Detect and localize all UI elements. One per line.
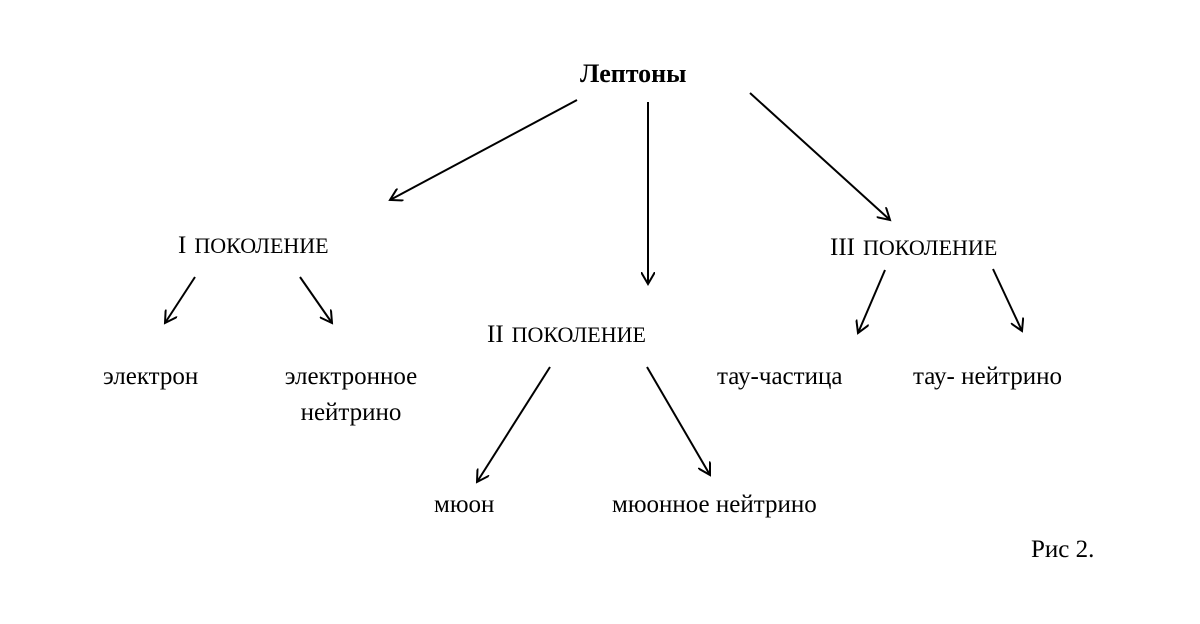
arrow-root-to-gen1 — [390, 99, 578, 200]
arrow-gen2-to-muon — [477, 366, 551, 482]
generation-1-numeral: I — [178, 232, 187, 259]
generation-1-node: I ПОКОЛЕНИЕ — [178, 228, 329, 264]
particle-electron-neutrino-line1: электронное — [284, 363, 418, 390]
generation-3-node: III ПОКОЛЕНИЕ — [830, 230, 997, 266]
arrow-gen3-to-tau-neutrino — [992, 268, 1022, 331]
generation-3-label: ПОКОЛЕНИЕ — [862, 235, 998, 260]
arrow-gen3-to-tau — [858, 269, 886, 333]
generation-2-label: ПОКОЛЕНИЕ — [511, 322, 646, 347]
arrow-gen2-to-muon-neutrino — [646, 366, 710, 475]
particle-tau: тау-частица — [717, 363, 843, 390]
generation-3-numeral: III — [830, 234, 855, 261]
arrow-gen1-to-electron-neutrino — [299, 276, 332, 323]
particle-electron-neutrino-line2: нейтрино — [300, 399, 402, 427]
particle-muon: мюон — [434, 491, 495, 518]
generation-2-numeral: II — [487, 321, 504, 348]
particle-muon-neutrino: мюонное нейтрино — [612, 491, 817, 518]
particle-tau-neutrino: тау- нейтрино — [913, 363, 1062, 390]
generation-2-node: II ПОКОЛЕНИЕ — [487, 317, 646, 353]
root-node-leptons: Лептоны — [580, 59, 687, 88]
generation-1-label: ПОКОЛЕНИЕ — [194, 233, 329, 258]
arrow-root-to-gen3 — [749, 92, 890, 220]
particle-electron: электрон — [103, 363, 199, 390]
figure-caption: Рис 2. — [1031, 536, 1095, 563]
arrow-gen1-to-electron — [165, 276, 196, 323]
particle-electron-neutrino: электронное нейтрино — [268, 359, 434, 432]
